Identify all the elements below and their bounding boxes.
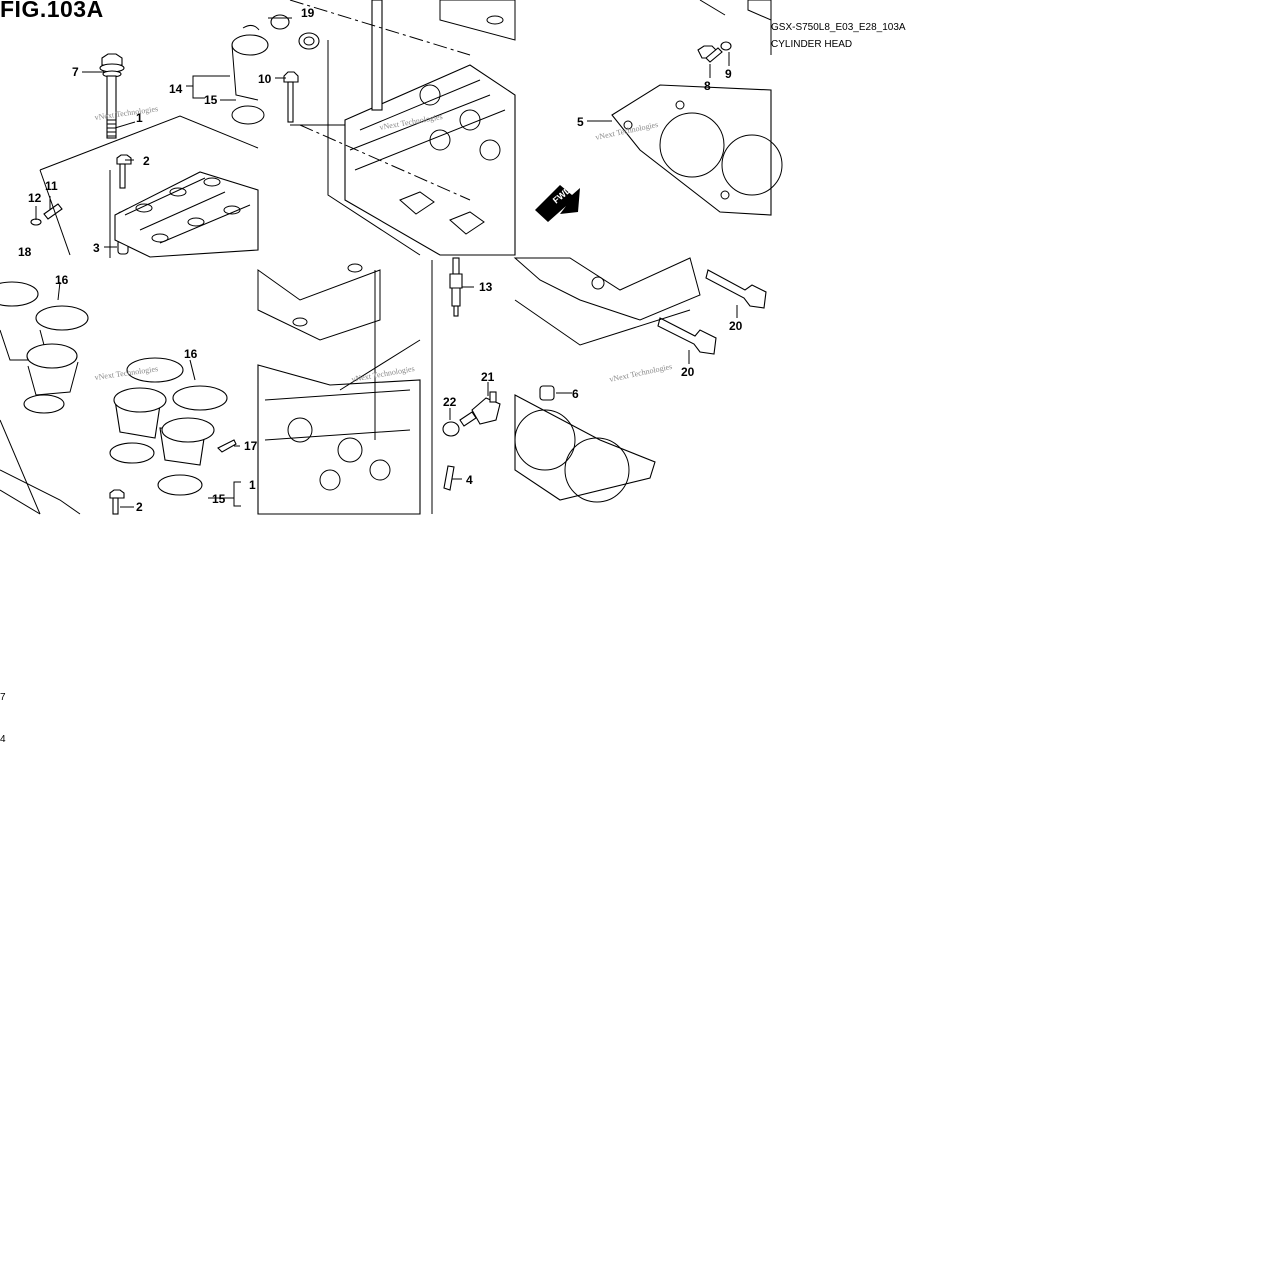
bolt-part-20 [657, 269, 767, 355]
spark-plug-part-13 [449, 257, 463, 317]
cylinder-head-assembly: vNext Technologies [268, 0, 516, 256]
callout-5: 5 [577, 115, 584, 129]
callout-7: 7 [72, 65, 79, 79]
head-gasket-assembly: FWD vNext Technologies [535, 0, 783, 222]
callout-14: 14 [169, 82, 183, 96]
bolt-part-8 [697, 45, 723, 63]
intake-pipe-part-16 [0, 281, 89, 396]
head-casting [344, 64, 516, 256]
bolt-part-10 [283, 71, 299, 123]
cylinder-head-lower: vNext Technologies [257, 257, 501, 515]
callout-9: 9 [725, 67, 732, 81]
callout-1: 1 [136, 111, 143, 125]
callout-10: 10 [258, 72, 272, 86]
o-ring-part-15-left [23, 394, 65, 414]
callout-1b: 1 [249, 478, 256, 492]
callout-4: 4 [466, 473, 473, 487]
bolt-part-2b [109, 489, 125, 515]
callout-21: 21 [481, 370, 495, 384]
crankcase-fragment [513, 257, 701, 321]
bolt-part-2 [116, 154, 132, 189]
camshaft-holder [114, 171, 259, 258]
sensor-part-21 [459, 391, 501, 427]
camshaft-fragment [747, 0, 772, 21]
figure-name: CYLINDER HEAD [771, 39, 853, 50]
callout-2: 2 [143, 154, 150, 168]
o-ring-part-15 [109, 442, 203, 496]
o-ring-part-22 [442, 421, 460, 437]
callout-15: 15 [204, 93, 218, 107]
callout-19: 19 [301, 6, 315, 20]
watermark: vNext Technologies [609, 362, 673, 384]
callout-20: 20 [729, 319, 743, 333]
callout-18: 18 [18, 245, 32, 259]
washer-part-9 [720, 41, 732, 51]
callout-17: 17 [244, 439, 258, 453]
intake-boot-part-14 [231, 24, 269, 125]
bolt-part-7 [99, 53, 125, 139]
callout-20b: 20 [681, 365, 695, 379]
figure-title: FIG.103A [0, 0, 104, 22]
callout-11: 11 [45, 179, 58, 193]
dowel-part-6 [539, 385, 555, 401]
head-gasket-part-5 [611, 84, 783, 216]
intake-stud-assembly: vNext Technologies [30, 24, 269, 258]
figure-code: GSX-S750L8_E03_E28_103A [771, 22, 906, 33]
callout-8: 8 [704, 79, 711, 93]
callout-15b: 15 [212, 492, 226, 506]
callout-16: 16 [55, 273, 69, 287]
screw-part-17 [217, 439, 237, 453]
callout-22: 22 [443, 395, 457, 409]
cam-cap-fragment [439, 0, 516, 41]
cam-holder-fragment [0, 469, 81, 515]
plug-part-19-area [268, 14, 320, 50]
callout-13: 13 [479, 280, 493, 294]
fragment-label: 4 [0, 734, 6, 745]
intake-pipe-part-16b [113, 357, 228, 466]
dowel-part-4 [443, 465, 455, 491]
head-bolts-and-gasket: vNext Technologies [513, 257, 767, 503]
head-casting-lower [257, 364, 421, 515]
forward-arrow: FWD [535, 184, 580, 222]
callout-12: 12 [28, 191, 42, 205]
watermark: vNext Technologies [94, 104, 159, 122]
stud-column [371, 0, 383, 111]
callout-3: 3 [93, 241, 100, 255]
callout-2b: 2 [136, 500, 143, 514]
throttle-body-boots: vNext Technologies [0, 281, 241, 515]
callout-6: 6 [572, 387, 579, 401]
cam-holder-upper [257, 263, 381, 341]
fragment-label: 7 [0, 692, 6, 703]
head-gasket-part-5b [514, 394, 656, 503]
callout-16b: 16 [184, 347, 198, 361]
